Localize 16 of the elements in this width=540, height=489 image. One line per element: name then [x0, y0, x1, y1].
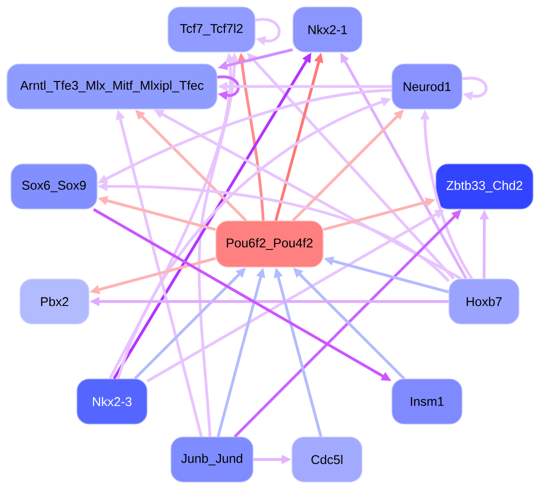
gene-box: Arntl_Tfe3_Mlx_Mitf_Mlxipl_Tfec: [6, 64, 218, 110]
gene-box: Nkx2-1: [292, 6, 362, 52]
gene-box: Zbtb33_Chd2: [436, 164, 534, 210]
gene-box: Nkx2-3: [76, 378, 148, 424]
loop-arrow: [462, 76, 488, 101]
loop-arrow: [217, 75, 240, 100]
gene-box: Sox6_Sox9: [10, 164, 98, 210]
gene-box: Insm1: [392, 378, 462, 424]
loop-arrow: [255, 18, 280, 46]
gene-box: Pou6f2_Pou4f2: [216, 220, 324, 268]
gene-box: Hoxb7: [448, 278, 520, 324]
gene-box: Tcf7_Tcf7l2: [168, 6, 256, 52]
gene-box: Neurod1: [392, 64, 462, 110]
gene-box: Pbx2: [20, 278, 90, 324]
gene-box: Junb_Jund: [170, 436, 254, 482]
gene-box: Cdc5l: [292, 436, 362, 482]
